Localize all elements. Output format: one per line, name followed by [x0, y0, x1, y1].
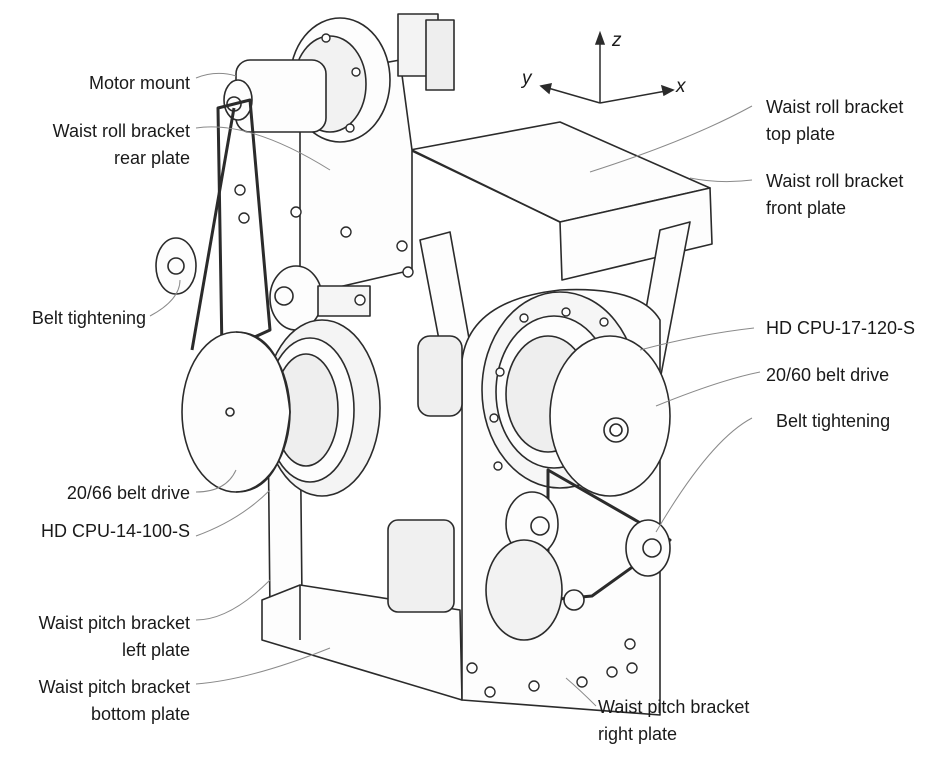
- label-line: Waist roll bracket: [766, 97, 904, 117]
- label-hd-cpu-14: HD CPU-14-100-S: [41, 518, 190, 545]
- label-belt-tightening-right: Belt tightening: [776, 408, 890, 435]
- label-line: Waist roll bracket: [52, 121, 190, 141]
- label-line: 20/66 belt drive: [66, 483, 190, 503]
- label-hd-cpu-17: HD CPU-17-120-S: [766, 315, 915, 342]
- label-line: Waist pitch bracket: [38, 613, 190, 633]
- label-waist-pitch-right-plate: Waist pitch bracket right plate: [598, 694, 749, 748]
- label-line: front plate: [766, 198, 847, 218]
- label-waist-pitch-left-plate: Waist pitch bracket left plate: [39, 610, 190, 664]
- waist-pitch-bottom-plate: [261, 584, 463, 701]
- left-belt: [216, 98, 272, 354]
- label-waist-roll-front-plate: Waist roll bracket front plate: [766, 168, 903, 222]
- label-belt-tightening-left: Belt tightening: [32, 305, 146, 332]
- label-waist-pitch-bottom-plate: Waist pitch bracket bottom plate: [39, 674, 190, 728]
- label-motor-mount: Motor mount: [89, 70, 190, 97]
- belt-drive-20-66-pulley: [181, 331, 291, 493]
- label-line: rear plate: [113, 148, 190, 168]
- axis-label-y: y: [522, 68, 532, 89]
- label-line: top plate: [766, 124, 836, 144]
- label-line: 20/60 belt drive: [766, 365, 890, 385]
- label-line: HD CPU-14-100-S: [40, 521, 190, 541]
- label-waist-roll-rear-plate: Waist roll bracket rear plate: [53, 118, 190, 172]
- label-line: Waist pitch bracket: [598, 697, 750, 717]
- axis-label-z: z: [612, 30, 622, 51]
- label-line: Waist pitch bracket: [38, 677, 190, 697]
- label-line: Waist roll bracket: [766, 171, 904, 191]
- axis-label-x: x: [676, 76, 686, 97]
- label-line: Belt tightening: [31, 308, 146, 328]
- label-line: left plate: [121, 640, 190, 660]
- label-line: bottom plate: [90, 704, 190, 724]
- label-line: Belt tightening: [776, 411, 891, 431]
- label-waist-roll-top-plate: Waist roll bracket top plate: [766, 94, 903, 148]
- label-line: Motor mount: [88, 73, 190, 93]
- label-belt-drive-20-66: 20/66 belt drive: [67, 480, 190, 507]
- label-line: HD CPU-17-120-S: [766, 318, 916, 338]
- label-belt-drive-20-60: 20/60 belt drive: [766, 362, 889, 389]
- waist-roll-front-plate: [559, 187, 713, 281]
- label-line: right plate: [598, 724, 678, 744]
- belt-drive-20-60-pulley: [549, 335, 671, 497]
